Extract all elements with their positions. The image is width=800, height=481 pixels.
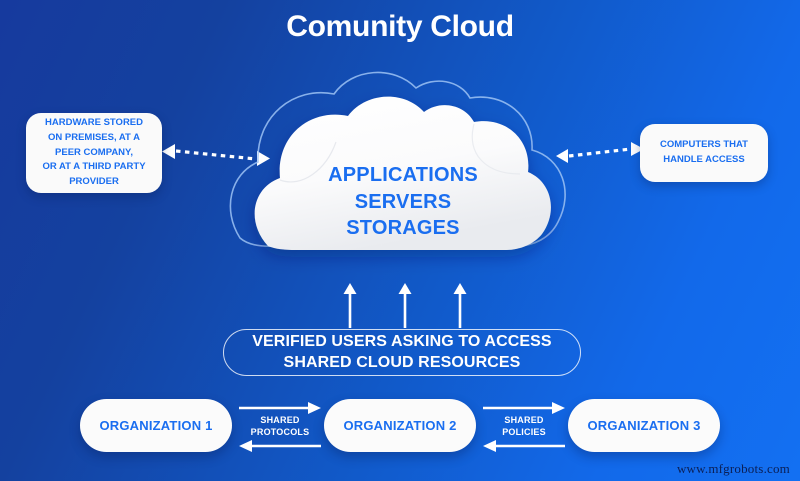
callout-left-line: HARDWARE STORED bbox=[45, 117, 143, 129]
organization-1-label: ORGANIZATION 1 bbox=[99, 418, 213, 433]
cloud-label-line: SERVERS bbox=[354, 190, 452, 213]
callout-hardware-storage[interactable]: HARDWARE STORED ON PREMISES, AT A PEER C… bbox=[26, 113, 162, 193]
banner-text: VERIFIED USERS ASKING TO ACCESS SHARED C… bbox=[252, 332, 551, 374]
organization-3-label: ORGANIZATION 3 bbox=[587, 418, 701, 433]
verified-users-banner: VERIFIED USERS ASKING TO ACCESS SHARED C… bbox=[223, 329, 581, 376]
cloud-label-line: APPLICATIONS bbox=[328, 164, 478, 186]
shared-policies-label: SHARED POLICIES bbox=[479, 414, 569, 438]
connector-right-dashed-arrow bbox=[556, 142, 644, 163]
link-label-line: PROTOCOLS bbox=[250, 427, 310, 438]
cloud-label: APPLICATIONS SERVERS STORAGES bbox=[228, 162, 578, 242]
watermark: www.mfgrobots.com bbox=[676, 461, 790, 476]
shared-protocols-arrows bbox=[239, 402, 321, 452]
callout-left-line: ON PREMISES, AT A bbox=[47, 131, 141, 143]
shared-policies-arrows bbox=[483, 402, 565, 452]
organization-1-pill[interactable]: ORGANIZATION 1 bbox=[80, 399, 232, 452]
cloud-icon bbox=[229, 71, 566, 250]
callout-right-line: COMPUTERS THAT bbox=[660, 139, 748, 151]
page-title: Comunity Cloud bbox=[286, 10, 514, 43]
callout-left-line: OR AT A THIRD PARTY bbox=[42, 161, 146, 173]
connector-left-dashed-arrow bbox=[162, 144, 270, 166]
link-label-line: POLICIES bbox=[502, 427, 546, 438]
link-shared-policies: SHARED POLICIES bbox=[479, 396, 569, 456]
cloud-label-line: STORAGES bbox=[346, 217, 460, 240]
callout-right-line: HANDLE ACCESS bbox=[663, 154, 745, 165]
callout-access-computers[interactable]: COMPUTERS THAT HANDLE ACCESS bbox=[640, 124, 768, 182]
callout-right-text: COMPUTERS THAT HANDLE ACCESS bbox=[660, 138, 748, 167]
organization-2-label: ORGANIZATION 2 bbox=[343, 418, 457, 433]
callout-left-line: PROVIDER bbox=[69, 176, 119, 188]
callout-left-text: HARDWARE STORED ON PREMISES, AT A PEER C… bbox=[42, 116, 145, 190]
shared-protocols-label: SHARED PROTOCOLS bbox=[235, 414, 325, 438]
callout-left-line: PEER COMPANY, bbox=[55, 146, 133, 158]
link-label-line: SHARED bbox=[260, 415, 300, 425]
organization-3-pill[interactable]: ORGANIZATION 3 bbox=[568, 399, 720, 452]
organization-2-pill[interactable]: ORGANIZATION 2 bbox=[324, 399, 476, 452]
upward-arrows-group bbox=[343, 283, 467, 328]
banner-line: SHARED CLOUD RESOURCES bbox=[283, 353, 521, 371]
banner-line: VERIFIED USERS ASKING TO ACCESS bbox=[252, 332, 552, 350]
cloud-shape: APPLICATIONS SERVERS STORAGES bbox=[228, 70, 578, 285]
link-shared-protocols: SHARED PROTOCOLS bbox=[235, 396, 325, 456]
link-label-line: SHARED bbox=[504, 415, 544, 425]
